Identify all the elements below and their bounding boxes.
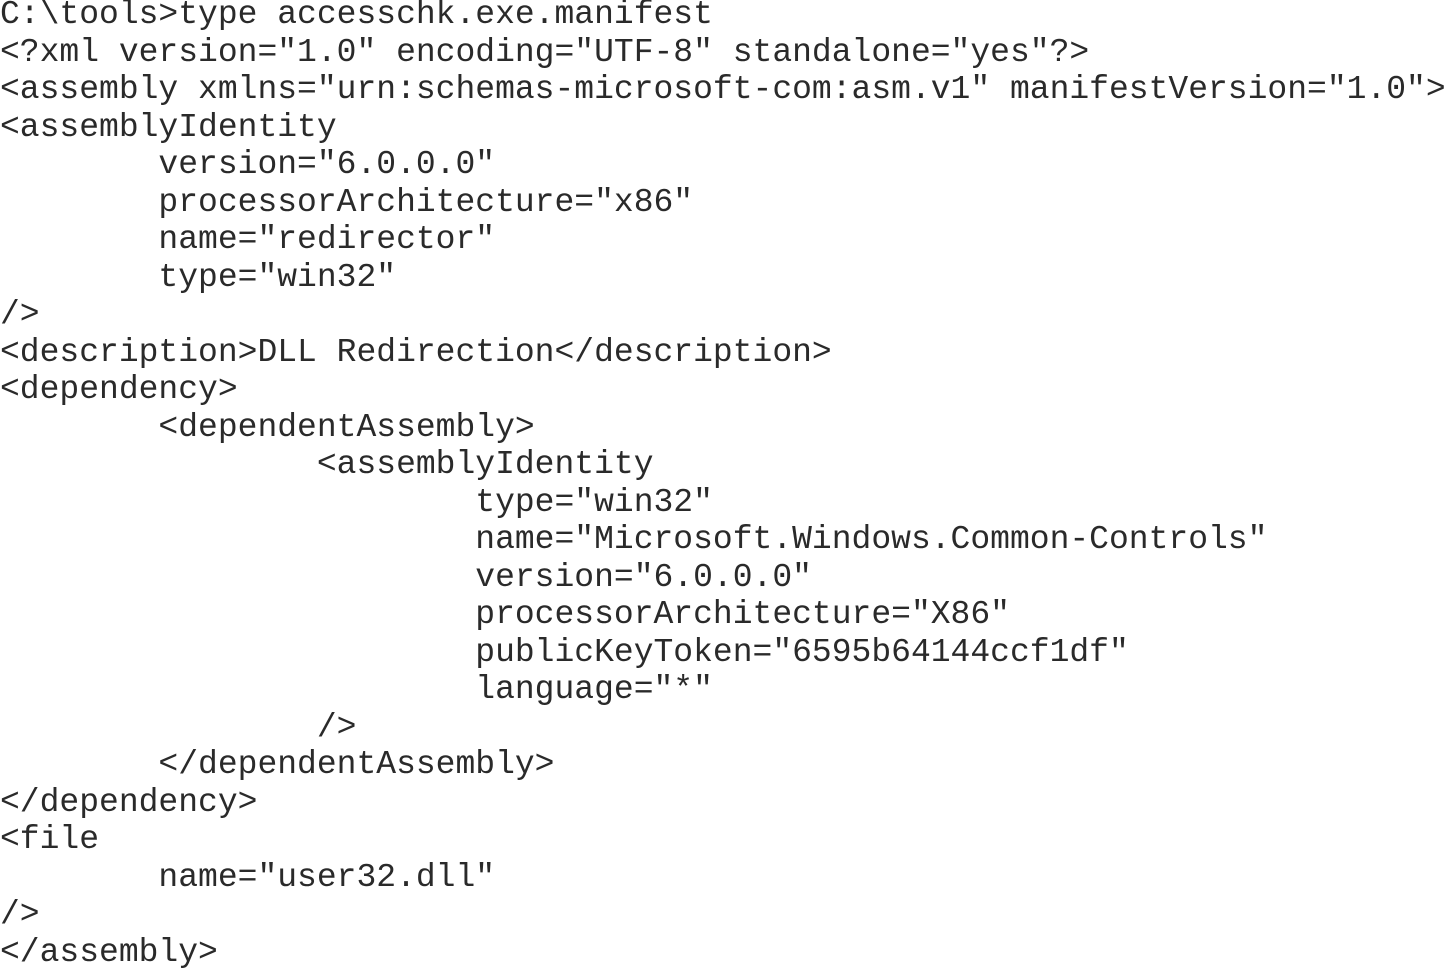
console-line: processorArchitecture="x86" — [0, 184, 1455, 222]
console-line: language="*" — [0, 671, 1455, 709]
console-line: type="win32" — [0, 259, 1455, 297]
console-line: processorArchitecture="X86" — [0, 596, 1455, 634]
console-line: </assembly> — [0, 934, 1455, 971]
console-line: type="win32" — [0, 484, 1455, 522]
console-line: publicKeyToken="6595b64144ccf1df" — [0, 634, 1455, 672]
console-line: name="Microsoft.Windows.Common-Controls" — [0, 521, 1455, 559]
console-line: version="6.0.0.0" — [0, 559, 1455, 597]
console-line: version="6.0.0.0" — [0, 146, 1455, 184]
console-line: /> — [0, 896, 1455, 934]
console-line: </dependentAssembly> — [0, 746, 1455, 784]
console-line: name="redirector" — [0, 221, 1455, 259]
console-line: <dependency> — [0, 371, 1455, 409]
console-line: /> — [0, 296, 1455, 334]
console-line: <description>DLL Redirection</descriptio… — [0, 334, 1455, 372]
console-line: /> — [0, 709, 1455, 747]
console-line: <assembly xmlns="urn:schemas-microsoft-c… — [0, 71, 1455, 109]
console-line: <file — [0, 821, 1455, 859]
console-line: <assemblyIdentity — [0, 446, 1455, 484]
console-line-command: C:\tools>type accesschk.exe.manifest — [0, 0, 1455, 34]
console-line: name="user32.dll" — [0, 859, 1455, 897]
console-line: </dependency> — [0, 784, 1455, 822]
console-line: <?xml version="1.0" encoding="UTF-8" sta… — [0, 34, 1455, 72]
console-line: <assemblyIdentity — [0, 109, 1455, 147]
console-line: <dependentAssembly> — [0, 409, 1455, 447]
